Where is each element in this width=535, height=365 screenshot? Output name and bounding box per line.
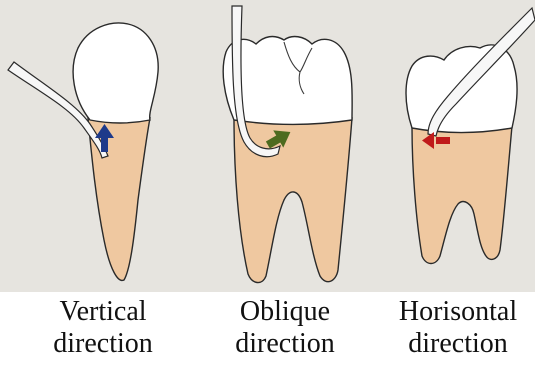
tooth-illustration-panel <box>0 0 535 292</box>
tooth-vertical-crown <box>73 23 158 123</box>
caption-vertical: Vertical direction <box>28 296 178 360</box>
caption-oblique: Oblique direction <box>205 296 365 360</box>
caption-horizontal-line1: Horisontal <box>378 296 535 328</box>
caption-vertical-line1: Vertical <box>28 296 178 328</box>
caption-horizontal: Horisontal direction <box>378 296 535 360</box>
caption-horizontal-line2: direction <box>378 328 535 360</box>
caption-oblique-line2: direction <box>205 328 365 360</box>
caption-vertical-line2: direction <box>28 328 178 360</box>
caption-oblique-line1: Oblique <box>205 296 365 328</box>
